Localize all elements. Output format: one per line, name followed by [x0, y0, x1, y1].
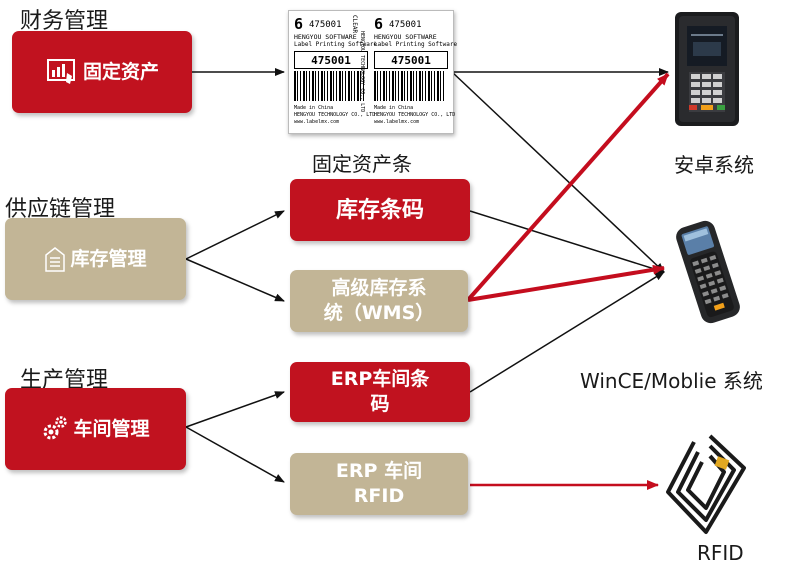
- workshop-management-text: 车间管理: [73, 417, 150, 440]
- erp-barcode-text-line2: 码: [370, 393, 390, 415]
- fixed-asset-text: 固定资产: [82, 60, 159, 83]
- rfid-tag-image: [664, 432, 748, 536]
- erp-rfid-text-line2: RFID: [353, 485, 405, 507]
- asset-chart-icon: [45, 57, 79, 87]
- gears-icon: [41, 414, 69, 444]
- inventory-barcode-text: 库存条码: [335, 197, 424, 223]
- label-vertical-text: HENGYOU TECHNOLOGY CO., LTD: [359, 31, 365, 113]
- arrow-supply-to-barcode: [185, 210, 285, 260]
- supply-category-label: 供应链管理: [5, 197, 116, 222]
- erp-rfid-box: ERP 车间 RFID: [290, 453, 468, 515]
- inventory-management-text: 库存管理: [70, 247, 147, 270]
- asset-label-image: 6 475001 HENGYOU SOFTWARE Label Printing…: [288, 10, 458, 134]
- erp-rfid-text-line1: ERP 车间: [335, 460, 423, 482]
- arrow-label-to-wince: [451, 71, 665, 273]
- asset-label-left: 6 475001 HENGYOU SOFTWARE Label Printing…: [294, 15, 378, 125]
- asset-label-caption: 固定资产条: [312, 152, 412, 176]
- arrow-wms-to-android: [466, 72, 670, 302]
- android-label: 安卓系统: [674, 153, 754, 177]
- arrow-supply-to-wms: [185, 258, 285, 302]
- erp-barcode-box: ERP车间条 码: [290, 362, 470, 422]
- wince-device-image: [668, 218, 748, 326]
- rfid-label: RFID: [697, 541, 744, 565]
- label-clear-text: CLEAR: [351, 15, 358, 34]
- inventory-management-box: 库存管理: [5, 218, 186, 300]
- barcode-icon: [374, 71, 446, 101]
- asset-label-right: 6 475001 HENGYOU SOFTWARE Label Printing…: [374, 15, 458, 125]
- barcode-icon: [294, 71, 366, 101]
- warehouse-icon: [44, 245, 66, 273]
- workshop-management-box: 车间管理: [5, 388, 186, 470]
- arrow-erp-barcode-to-wince: [469, 271, 665, 393]
- arrow-wms-to-wince: [467, 264, 665, 302]
- finance-category-label: 财务管理: [20, 9, 109, 34]
- arrow-production-to-erp-barcode: [185, 391, 285, 428]
- fixed-asset-box: 固定资产: [12, 31, 192, 113]
- wms-text-line1: 高级库存系: [331, 277, 427, 299]
- inventory-barcode-box: 库存条码: [290, 179, 470, 241]
- android-device-image: [667, 12, 747, 126]
- arrow-barcode-to-wince: [469, 210, 665, 274]
- wms-text-line2: 统（WMS）: [323, 302, 435, 324]
- wince-label: WinCE/Moblie 系统: [580, 369, 763, 393]
- erp-barcode-text-line1: ERP车间条: [330, 368, 430, 390]
- arrow-production-to-erp-rfid: [185, 426, 285, 483]
- wms-box: 高级库存系 统（WMS）: [290, 270, 468, 332]
